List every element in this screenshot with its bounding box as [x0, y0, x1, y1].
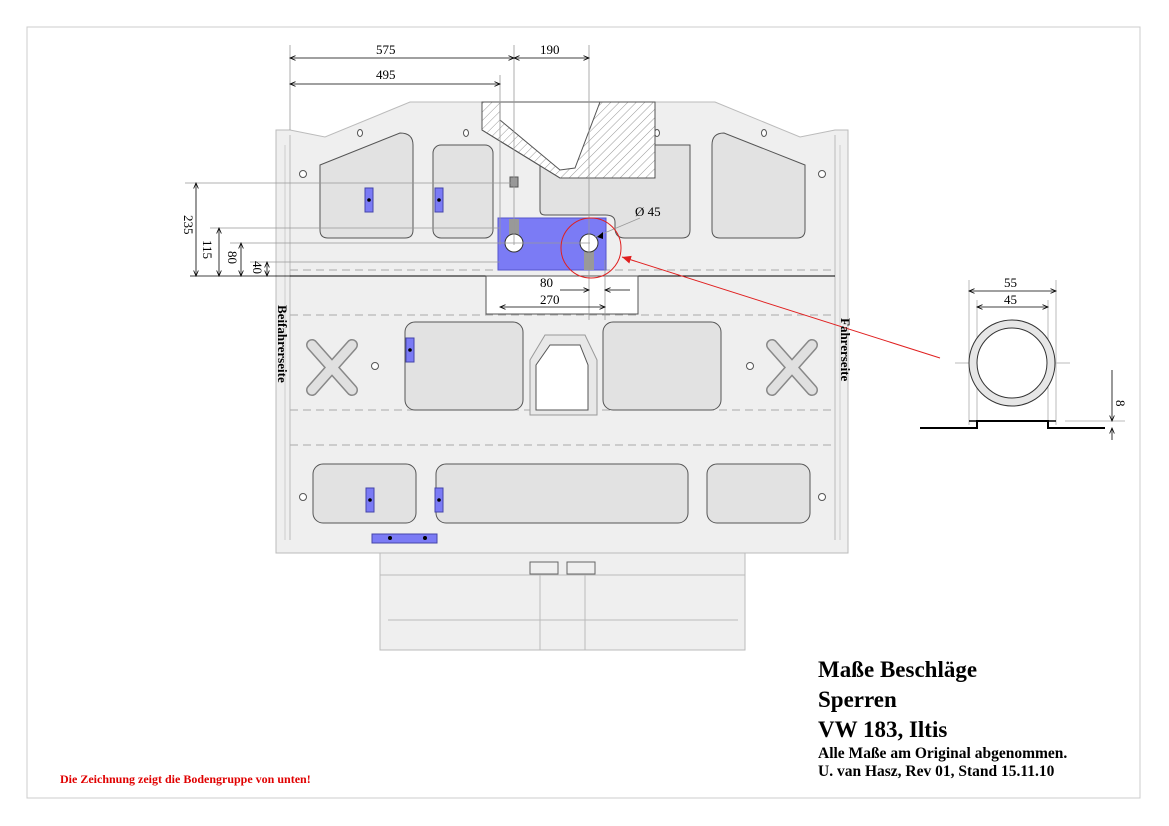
dim-115: 115	[200, 240, 215, 259]
dim-190: 190	[540, 42, 560, 57]
dim-detail-55: 55	[1004, 275, 1017, 290]
drawing-note: Die Zeichnung zeigt die Bodengruppe von …	[60, 772, 311, 786]
title-line-2: Sperren	[818, 687, 897, 712]
holes	[299, 129, 826, 501]
dim-235: 235	[181, 215, 196, 235]
drawing-frame	[26, 26, 1141, 799]
title-line-4: Alle Maße am Original abgenommen.	[818, 745, 1068, 762]
cutout-box	[485, 275, 639, 315]
fittings	[364, 176, 607, 544]
dim-80: 80	[225, 251, 240, 264]
detail-view	[920, 280, 1125, 440]
dim-495: 495	[376, 67, 396, 82]
title-line-3: VW 183, Iltis	[818, 717, 948, 742]
dim-40: 40	[250, 261, 265, 274]
highlight-circle	[560, 217, 622, 279]
title-block: Maße Beschläge Sperren VW 183, Iltis All…	[818, 655, 1067, 781]
label-passenger-side: Beifahrerseite	[275, 305, 290, 383]
title-line-1: Maße Beschläge	[818, 657, 978, 682]
dim-270: 270	[540, 292, 560, 307]
hatched-section	[481, 101, 656, 179]
dim-575: 575	[376, 42, 396, 57]
dim-diameter: Ø 45	[635, 204, 661, 219]
dim-80-horizontal: 80	[540, 275, 553, 290]
floor-body	[275, 101, 849, 651]
dimension-lines	[185, 45, 641, 320]
detail-arrow	[621, 255, 941, 359]
label-driver-side: Fahrerseite	[838, 318, 853, 382]
dim-detail-45: 45	[1004, 292, 1017, 307]
title-line-5: U. van Hasz, Rev 01, Stand 15.11.10	[818, 763, 1055, 780]
dim-detail-8: 8	[1113, 400, 1128, 407]
